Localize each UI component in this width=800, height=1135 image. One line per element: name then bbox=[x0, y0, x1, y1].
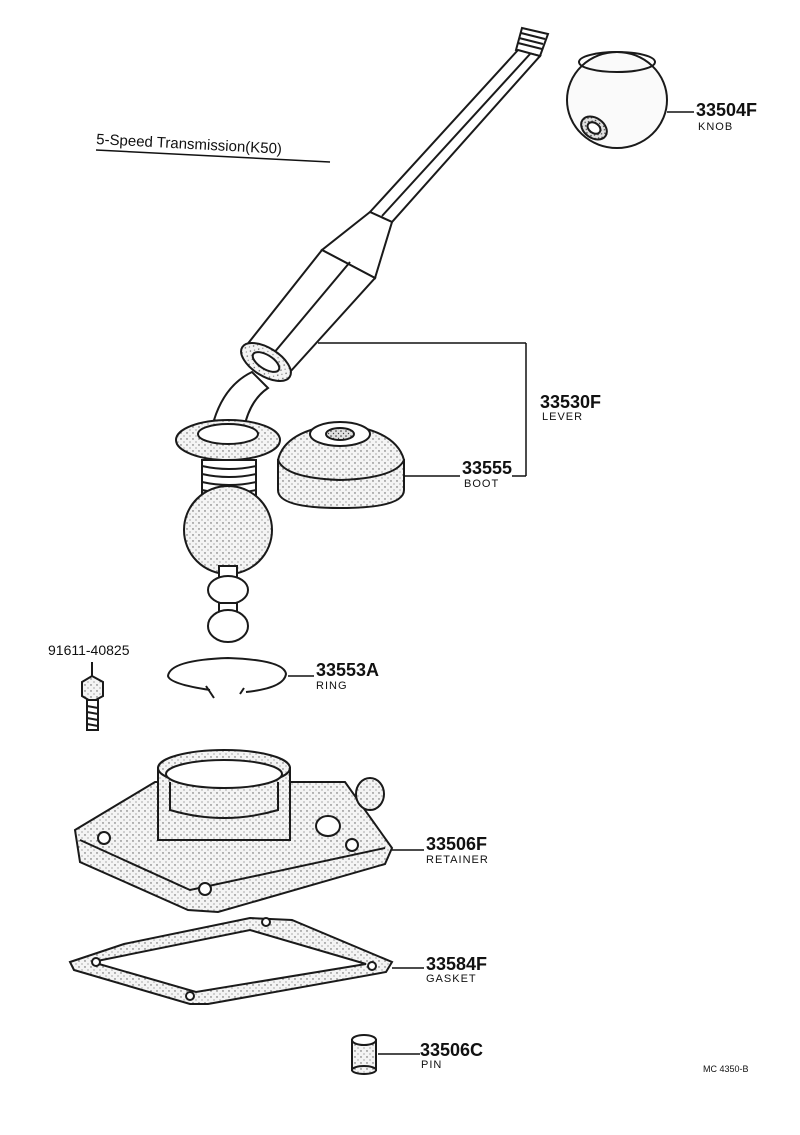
lever-part bbox=[175, 26, 550, 643]
label-retainer: 33506F RETAINER bbox=[426, 834, 489, 866]
retainer-part bbox=[73, 749, 394, 914]
ring-part bbox=[166, 656, 288, 699]
knob-part bbox=[566, 51, 668, 149]
part-number: 91611-40825 bbox=[48, 642, 130, 658]
label-knob: 33504F KNOB bbox=[696, 100, 757, 133]
part-number: 33504F bbox=[696, 100, 757, 120]
part-number: 33553A bbox=[316, 660, 379, 680]
part-number: 33584F bbox=[426, 954, 487, 974]
title-text: 5-Speed Transmission(K50) bbox=[96, 131, 283, 158]
part-number: 33506F bbox=[426, 834, 487, 854]
lever-bracket bbox=[318, 342, 527, 477]
pin-part bbox=[351, 1034, 377, 1075]
part-name: RETAINER bbox=[426, 854, 489, 866]
diagram-title: 5-Speed Transmission(K50) bbox=[96, 131, 331, 163]
part-number: 33555 bbox=[462, 458, 512, 478]
label-lever: 33530F LEVER bbox=[540, 392, 601, 423]
part-name: KNOB bbox=[698, 121, 733, 133]
bolt-part bbox=[81, 662, 104, 731]
part-name: BOOT bbox=[464, 478, 499, 490]
part-number: 33506C bbox=[420, 1040, 483, 1060]
part-name: GASKET bbox=[426, 973, 477, 985]
gasket-part bbox=[68, 916, 394, 1005]
label-ring: 33553A RING bbox=[316, 660, 379, 692]
label-bolt: 91611-40825 bbox=[48, 642, 130, 658]
part-name: RING bbox=[316, 680, 348, 692]
part-name: LEVER bbox=[542, 411, 583, 423]
drawing-code: MC 4350-B bbox=[703, 1064, 749, 1074]
part-name: PIN bbox=[421, 1059, 442, 1071]
label-pin: 33506C PIN bbox=[420, 1040, 483, 1071]
label-gasket: 33584F GASKET bbox=[426, 954, 487, 985]
part-number: 33530F bbox=[540, 392, 601, 412]
boot-part bbox=[276, 421, 406, 510]
label-boot: 33555 BOOT bbox=[462, 458, 512, 490]
